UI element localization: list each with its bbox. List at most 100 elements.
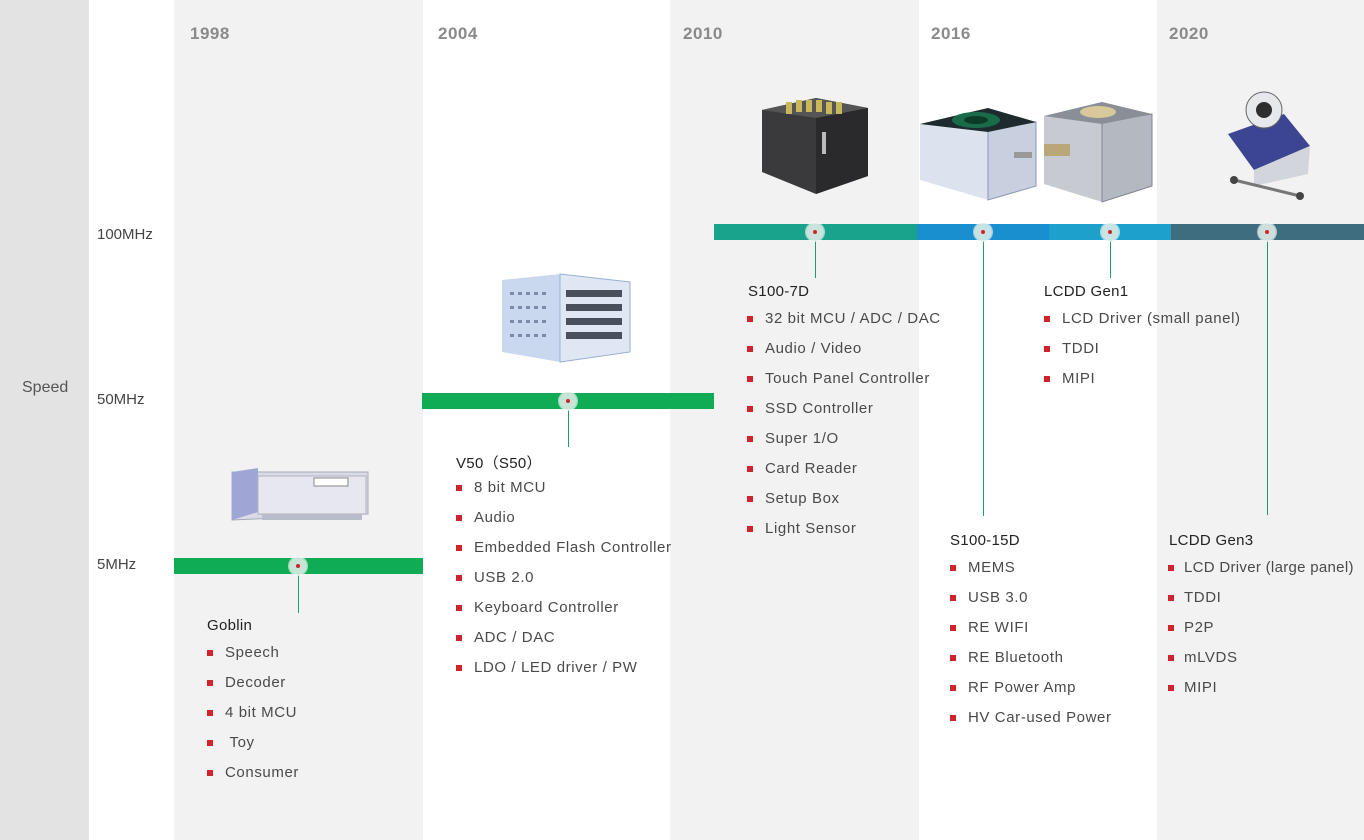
bullet-icon xyxy=(456,575,462,581)
bullet-icon xyxy=(207,710,213,716)
bullet-icon xyxy=(747,376,753,382)
list-item: LCD Driver (small panel) xyxy=(1044,310,1241,340)
milestone-dot xyxy=(1258,223,1276,241)
connector-line xyxy=(983,241,984,516)
year-label: 2020 xyxy=(1169,24,1209,43)
goblin-tester-image xyxy=(231,468,369,521)
list-item: TDDI xyxy=(1168,589,1354,619)
product-name-goblin: Goblin xyxy=(207,617,253,634)
bullet-icon xyxy=(207,740,213,746)
list-item: Super 1/O xyxy=(747,430,941,460)
list-item: Setup Box xyxy=(747,490,941,520)
connector-line xyxy=(815,241,816,278)
bullet-icon xyxy=(207,650,213,656)
list-item: Embedded Flash Controller xyxy=(456,539,672,569)
list-item: mLVDS xyxy=(1168,649,1354,679)
list-item: USB 3.0 xyxy=(950,589,1112,619)
bullet-icon xyxy=(950,685,956,691)
list-item: Decoder xyxy=(207,674,299,704)
list-item: Light Sensor xyxy=(747,520,941,550)
speed-tick-label: 5MHz xyxy=(97,556,137,573)
feature-list-s100-15d: MEMS USB 3.0 RE WIFI RE Bluetooth RF Pow… xyxy=(950,559,1112,739)
list-item: Audio / Video xyxy=(747,340,941,370)
product-name-s100-7d: S100-7D xyxy=(748,283,810,300)
list-item: HV Car-used Power xyxy=(950,709,1112,739)
year-label: 1998 xyxy=(190,24,230,43)
column-1998 xyxy=(174,0,423,840)
list-item: Keyboard Controller xyxy=(456,599,672,629)
list-item: LDO / LED driver / PW xyxy=(456,659,672,689)
bullet-icon xyxy=(747,346,753,352)
s100-7d-tester-image xyxy=(762,98,868,194)
feature-list-v50: 8 bit MCU Audio Embedded Flash Controlle… xyxy=(456,479,672,689)
speed-axis-label: Speed xyxy=(22,379,69,396)
v50-tester-image xyxy=(502,273,631,363)
bullet-icon xyxy=(950,715,956,721)
bullet-icon xyxy=(1168,595,1174,601)
connector-line xyxy=(1110,241,1111,278)
list-item: MIPI xyxy=(1168,679,1354,709)
list-item: MIPI xyxy=(1044,370,1241,400)
list-item: Speech xyxy=(207,644,299,674)
bullet-icon xyxy=(456,605,462,611)
milestone-dot xyxy=(289,557,307,575)
bullet-icon xyxy=(950,565,956,571)
bullet-icon xyxy=(456,635,462,641)
list-item: RF Power Amp xyxy=(950,679,1112,709)
list-item: Touch Panel Controller xyxy=(747,370,941,400)
list-item: ADC / DAC xyxy=(456,629,672,659)
bullet-icon xyxy=(1168,655,1174,661)
bullet-icon xyxy=(747,436,753,442)
list-item: Card Reader xyxy=(747,460,941,490)
year-label: 2010 xyxy=(683,24,723,43)
lcdd-gen3-tester-image xyxy=(1228,91,1310,200)
connector-line xyxy=(568,410,569,447)
lcdd-gen1-tester-image xyxy=(1044,102,1153,203)
s100-15d-tester-image xyxy=(920,108,1037,201)
bullet-icon xyxy=(456,485,462,491)
product-name-lcdd-gen1: LCDD Gen1 xyxy=(1044,283,1129,300)
bullet-icon xyxy=(207,680,213,686)
bullet-icon xyxy=(950,595,956,601)
feature-list-lcdd-gen3: LCD Driver (large panel) TDDI P2P mLVDS … xyxy=(1168,559,1354,709)
connector-line xyxy=(1267,241,1268,515)
list-item: USB 2.0 xyxy=(456,569,672,599)
list-item: Audio xyxy=(456,509,672,539)
list-item: 4 bit MCU xyxy=(207,704,299,734)
connector-line xyxy=(298,575,299,613)
list-item: RE Bluetooth xyxy=(950,649,1112,679)
feature-list-lcdd-gen1: LCD Driver (small panel) TDDI MIPI xyxy=(1044,310,1241,400)
bullet-icon xyxy=(747,496,753,502)
speed-tick-label: 50MHz xyxy=(97,391,145,408)
list-item: P2P xyxy=(1168,619,1354,649)
list-item: 8 bit MCU xyxy=(456,479,672,509)
bullet-icon xyxy=(456,545,462,551)
bullet-icon xyxy=(1168,685,1174,691)
bullet-icon xyxy=(1168,565,1174,571)
bullet-icon xyxy=(950,655,956,661)
list-item: Consumer xyxy=(207,764,299,794)
bullet-icon xyxy=(1044,316,1050,322)
feature-list-goblin: Speech Decoder 4 bit MCU Toy Consumer xyxy=(207,644,299,794)
feature-list-s100-7d: 32 bit MCU / ADC / DAC Audio / Video Tou… xyxy=(747,310,941,550)
list-item: MEMS xyxy=(950,559,1112,589)
product-name-lcdd-gen3: LCDD Gen3 xyxy=(1169,532,1254,549)
speed-axis-sidebar: Speed xyxy=(0,0,89,840)
list-item: SSD Controller xyxy=(747,400,941,430)
list-item: LCD Driver (large panel) xyxy=(1168,559,1354,589)
bullet-icon xyxy=(747,466,753,472)
bullet-icon xyxy=(747,406,753,412)
bullet-icon xyxy=(747,316,753,322)
milestone-dot xyxy=(806,223,824,241)
bullet-icon xyxy=(1168,625,1174,631)
list-item: RE WIFI xyxy=(950,619,1112,649)
bullet-icon xyxy=(1044,346,1050,352)
product-name-s100-15d: S100-15D xyxy=(950,532,1020,549)
bullet-icon xyxy=(950,625,956,631)
bullet-icon xyxy=(747,526,753,532)
bullet-icon xyxy=(1044,376,1050,382)
milestone-dot xyxy=(974,223,992,241)
bullet-icon xyxy=(456,515,462,521)
year-label: 2004 xyxy=(438,24,478,43)
milestone-dot xyxy=(1101,223,1119,241)
